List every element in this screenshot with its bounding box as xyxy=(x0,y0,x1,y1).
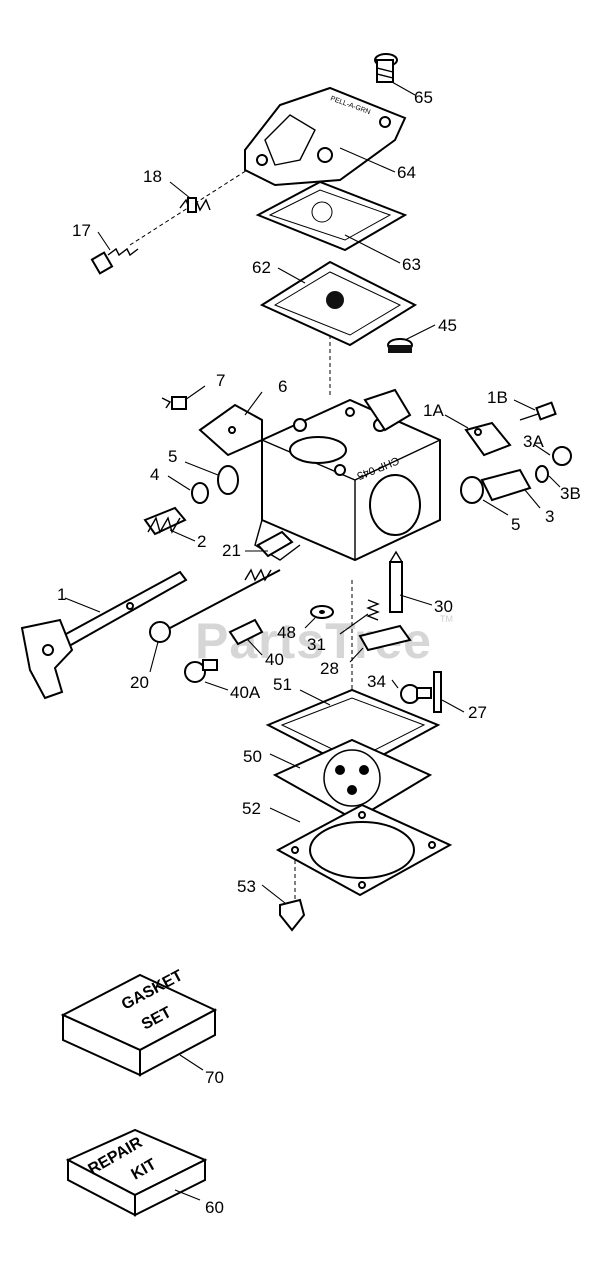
callout-63: 63 xyxy=(402,255,421,274)
callout-48: 48 xyxy=(277,623,296,642)
callout-45: 45 xyxy=(438,316,457,335)
axis-screw-17 xyxy=(129,164,256,246)
part-64-pump-cover: PELL-A-GRN xyxy=(244,86,407,187)
part-53-screw xyxy=(279,898,306,932)
callout-52: 52 xyxy=(242,799,261,818)
part-21-needle xyxy=(256,530,294,558)
part-1B-screw xyxy=(519,401,557,421)
callout-65: 65 xyxy=(414,88,433,107)
callout-6: 6 xyxy=(278,377,287,396)
part-30-inlet-needle xyxy=(389,550,403,613)
part-3B-ring xyxy=(535,465,549,483)
callout-20: 20 xyxy=(130,673,149,692)
callout-5-right: 5 xyxy=(511,515,520,534)
callout-17: 17 xyxy=(72,221,91,240)
part-18-spring xyxy=(179,197,211,213)
part-40A-screw xyxy=(184,659,218,683)
callout-50: 50 xyxy=(243,747,262,766)
callout-4: 4 xyxy=(150,465,159,484)
callout-64: 64 xyxy=(397,163,416,182)
callout-1: 1 xyxy=(57,585,66,604)
part-28-lever xyxy=(358,624,412,652)
part-5-gear-right xyxy=(460,476,484,504)
callout-7: 7 xyxy=(216,371,225,390)
callout-27: 27 xyxy=(468,703,487,722)
part-31-spring xyxy=(366,599,380,621)
part-1-throttle-shaft xyxy=(20,570,188,700)
part-45-plug xyxy=(387,338,413,353)
callout-28: 28 xyxy=(320,659,339,678)
part-40-screw xyxy=(228,618,264,646)
callout-1A: 1A xyxy=(423,401,444,420)
part-62-diaphragm xyxy=(259,260,418,347)
callout-2: 2 xyxy=(197,532,206,551)
part-65-screw xyxy=(374,53,398,83)
callout-18: 18 xyxy=(143,167,162,186)
part-50-diaphragm xyxy=(272,738,433,822)
callout-3: 3 xyxy=(545,507,554,526)
callout-31: 31 xyxy=(307,635,326,654)
part-20-adjust-screw xyxy=(149,568,281,643)
part-7-screw xyxy=(161,396,187,410)
callout-21: 21 xyxy=(222,541,241,560)
part-6-plate xyxy=(198,403,263,457)
callout-70: 70 xyxy=(205,1068,224,1087)
kit-70-gasket-set: GASKET SET xyxy=(60,967,218,1077)
part-17-screw xyxy=(90,247,139,275)
callout-62: 62 xyxy=(252,258,271,277)
watermark-tm: TM xyxy=(440,614,453,624)
leader-lines xyxy=(64,81,561,1201)
callout-34: 34 xyxy=(367,672,386,691)
part-34-screw xyxy=(400,684,432,704)
part-5-gear-left xyxy=(217,465,239,495)
callout-3A: 3A xyxy=(523,432,544,451)
callout-5-left: 5 xyxy=(168,447,177,466)
callout-40A: 40A xyxy=(230,683,261,702)
part-52-cover xyxy=(275,803,453,897)
callout-60: 60 xyxy=(205,1198,224,1217)
callout-40: 40 xyxy=(265,650,284,669)
part-3A-screw xyxy=(552,446,572,466)
part-1A-plate xyxy=(464,421,512,457)
part-3-plate xyxy=(480,468,532,502)
part-63-gasket xyxy=(255,180,408,252)
callout-3B: 3B xyxy=(560,484,581,503)
part-4-oring xyxy=(191,482,209,504)
callout-53: 53 xyxy=(237,877,256,896)
part-2-spring xyxy=(143,506,187,536)
carburetor-body: CHP 045 xyxy=(254,388,441,562)
callout-51: 51 xyxy=(273,675,292,694)
callouts: 65 64 18 17 63 62 45 7 6 1B 1A 3A 5 4 3B… xyxy=(57,88,581,1217)
kit-60-repair-kit: REPAIR KIT xyxy=(65,1128,208,1217)
callout-1B: 1B xyxy=(487,388,508,407)
callout-30: 30 xyxy=(434,597,453,616)
part-48-washer xyxy=(310,605,334,619)
part-27-pin xyxy=(433,671,442,713)
